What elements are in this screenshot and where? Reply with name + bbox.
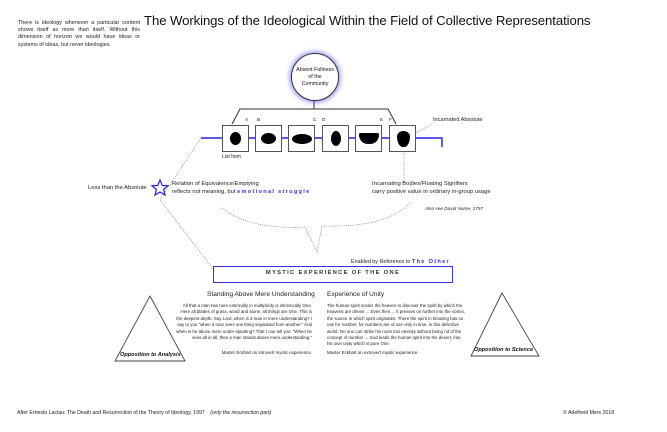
absent-fullness-circle: Absent Fullness of the Community — [291, 53, 339, 101]
list-item-box-a — [222, 125, 249, 152]
incarnating-line-2: carry positive value in ordinary in-grou… — [372, 188, 491, 195]
triangle-left — [114, 295, 186, 362]
dotted-left-connector — [159, 137, 215, 271]
list-item-box-f — [389, 125, 416, 152]
list-item-box-e — [355, 125, 382, 152]
footer-source-note: (only the resurrection part) — [210, 410, 272, 416]
less-than-absolute-label: Less than the Absolute — [88, 185, 147, 191]
blob-shape — [331, 131, 341, 146]
letter-c: C — [313, 118, 317, 123]
left-column-body: All that a man has here externally in mu… — [176, 303, 312, 341]
list-item-box-c — [288, 125, 315, 152]
left-column-heading: Standing Above Mere Understanding — [207, 291, 315, 298]
page-title: The Workings of the Ideological Within t… — [144, 13, 591, 28]
circle-line-3: Community — [301, 80, 329, 87]
list-item-box-d — [322, 125, 349, 152]
the-other: The Other — [411, 259, 450, 265]
intro-quote: There is ideology whenever a particular … — [18, 20, 140, 48]
list-item-label: List Item — [222, 154, 241, 160]
equivalence-prefix: reflects not meaning, but — [172, 188, 238, 195]
blob-shape — [359, 133, 379, 144]
right-column-heading: Experience of Unity — [327, 291, 385, 298]
blob-shape — [230, 132, 241, 145]
emotional-struggle: emotional struggle — [237, 188, 311, 195]
blob-shape — [292, 134, 312, 144]
right-column-attribution: Master Eckhart on extrovert mystic exper… — [327, 350, 419, 355]
copyright: © Adelheid Mers 2018 — [563, 410, 615, 416]
incarnating-line-1: Incarnating Bodies/Floating Signifiers — [372, 181, 468, 187]
equivalence-line-2: reflects not meaning, but emotional stru… — [172, 189, 311, 197]
letter-a: A — [245, 118, 249, 123]
triangle-right — [470, 292, 540, 357]
footer-source: After Ernesto Laclau: The Death and Resu… — [17, 410, 271, 416]
right-column-body: The human spirit scales the heaven to di… — [327, 303, 466, 347]
star-icon — [150, 178, 170, 197]
left-column-attribution: Master Eckhart on introvert mystic exper… — [221, 350, 312, 355]
blob-shape — [261, 133, 276, 144]
letter-f: F — [389, 118, 392, 123]
opposition-analysis-label: Opposition to Analysis — [120, 352, 181, 358]
blob-shape — [397, 131, 410, 147]
enabled-by-label: Enabled by Reference to The Other — [349, 259, 452, 265]
equivalence-line-1: Relation of Equivalence/Emptying — [172, 181, 259, 187]
mystic-title: MYSTIC EXPERIENCE OF THE ONE — [265, 270, 401, 276]
hume-note: Also see David Hume, 1757 — [425, 206, 484, 211]
incarnating-text: Incarnating Bodies/Floating Signifiers c… — [372, 181, 491, 196]
bracket — [231, 108, 397, 125]
letter-d: D — [322, 118, 326, 123]
list-item-box-b — [255, 125, 282, 152]
speech-bubble-arc — [221, 201, 412, 254]
incarnated-absolute-label: Incarnated Absolute — [433, 117, 483, 123]
mystic-frame — [213, 266, 453, 283]
circle-line-2: of the — [308, 73, 322, 80]
footer-source-text: After Ernesto Laclau: The Death and Resu… — [17, 410, 205, 416]
dotted-incarnated-pointer — [413, 123, 433, 135]
enabled-prefix: Enabled by Reference to — [351, 259, 412, 265]
circle-line-1: Absent Fullness — [296, 66, 334, 73]
letter-b: B — [257, 118, 261, 123]
equivalence-text: Relation of Equivalence/Emptying reflect… — [172, 181, 311, 196]
letter-e: E — [380, 118, 384, 123]
opposition-science-label: Opposition to Science — [474, 347, 534, 353]
